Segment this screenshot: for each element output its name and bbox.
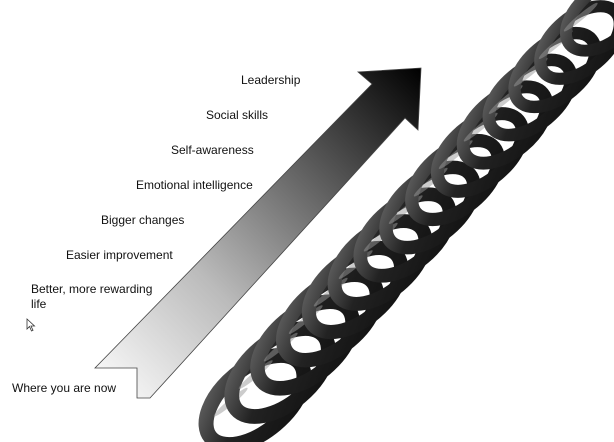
step-where-you-are-now: Where you are now bbox=[12, 381, 117, 395]
step-better-life: Better, more rewarding life bbox=[31, 282, 153, 311]
mouse-cursor-icon bbox=[26, 318, 36, 332]
step-social-skills: Social skills bbox=[206, 108, 269, 122]
step-leadership: Leadership bbox=[241, 73, 301, 87]
coil-spring bbox=[198, 0, 614, 442]
progress-arrow bbox=[94, 67, 422, 399]
step-bigger-changes: Bigger changes bbox=[101, 213, 185, 227]
step-emotional-intelligence: Emotional intelligence bbox=[136, 178, 253, 192]
coil-loop bbox=[559, 0, 614, 57]
coil-highlight bbox=[563, 2, 598, 32]
step-easier-improvement: Easier improvement bbox=[66, 248, 173, 262]
step-self-awareness: Self-awareness bbox=[171, 143, 254, 157]
